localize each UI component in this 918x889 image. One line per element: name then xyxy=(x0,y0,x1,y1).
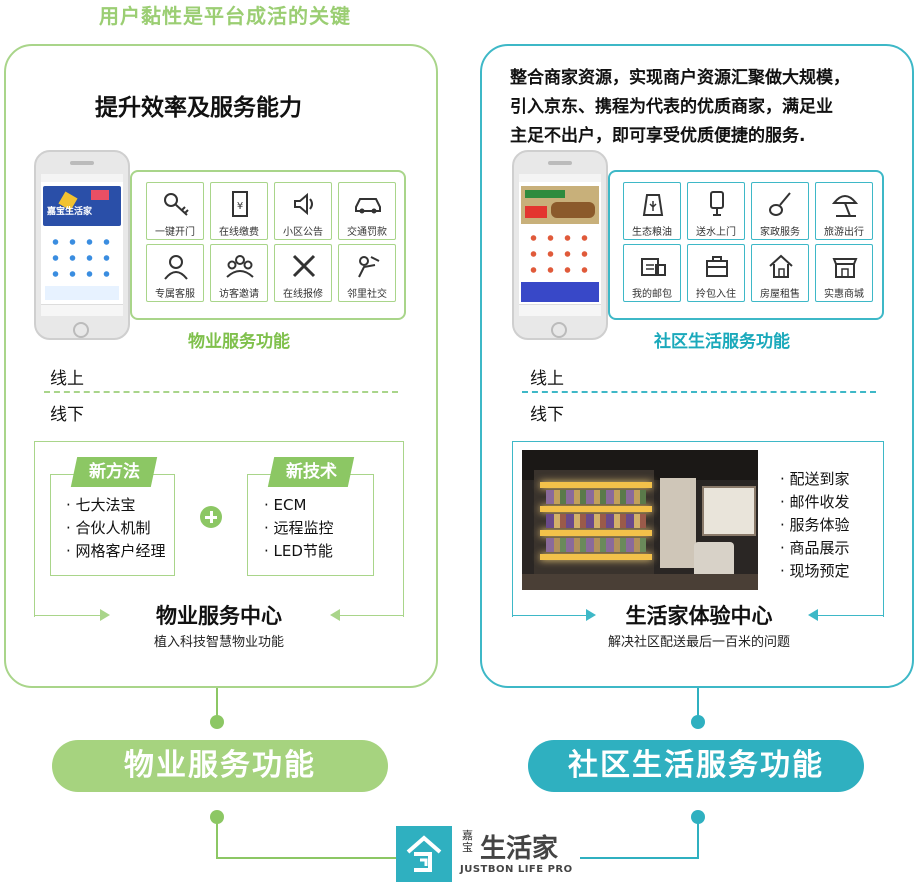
online-offline-divider-left xyxy=(44,391,398,393)
logo-mark-icon xyxy=(396,826,452,882)
connector-dot-left-bottom xyxy=(210,810,224,824)
service-tile: 一键开门 xyxy=(146,182,204,240)
property-function-title: 物业服务功能 xyxy=(188,332,290,352)
service-tile: 旅游出行 xyxy=(815,182,873,240)
community-function-grid xyxy=(608,170,884,320)
offline-label-left: 线下 xyxy=(50,405,84,425)
top-title: 用户黏性是平台成活的关键 xyxy=(99,4,351,28)
connector-dot-right-top xyxy=(691,715,705,729)
service-tile: 访客邀请 xyxy=(210,244,268,302)
experience-center-photo xyxy=(522,450,758,590)
water-bottle-icon xyxy=(702,189,732,219)
shop-icon xyxy=(830,251,860,281)
service-tile-label: 专属客服 xyxy=(155,289,195,300)
parcel-icon xyxy=(638,251,668,281)
phone-mockup-right xyxy=(512,150,608,340)
arrow-left-icon xyxy=(330,609,340,621)
service-tile: 在线报修 xyxy=(274,244,332,302)
arrow-right-icon xyxy=(586,609,596,621)
service-tile-label: 生态粮油 xyxy=(632,227,672,238)
offline-label-right: 线下 xyxy=(530,405,564,425)
service-tile: 专属客服 xyxy=(146,244,204,302)
service-tile: 邻里社交 xyxy=(338,244,396,302)
service-tile-label: 房屋租售 xyxy=(760,289,800,300)
experience-center-title: 生活家体验中心 xyxy=(625,604,773,628)
speaker-icon xyxy=(289,189,319,219)
service-tile-label: 交通罚款 xyxy=(347,227,387,238)
property-function-grid xyxy=(130,170,406,320)
service-tile: 家政服务 xyxy=(751,182,809,240)
tools-icon xyxy=(289,251,319,281)
beach-umbrella-icon xyxy=(830,189,860,219)
service-tile-label: 一键开门 xyxy=(155,227,195,238)
service-tile-label: 在线报修 xyxy=(283,289,323,300)
experience-service-list: · 配送到家 · 邮件收发 · 服务体验 · 商品展示 · 现场预定 xyxy=(780,470,850,580)
community-function-title: 社区生活服务功能 xyxy=(654,332,790,352)
phone-banner-text: 嘉宝生活家 xyxy=(47,207,93,217)
service-tile-label: 送水上门 xyxy=(696,227,736,238)
service-tile: 实惠商城 xyxy=(815,244,873,302)
community-life-panel xyxy=(480,44,914,688)
grain-bag-icon xyxy=(638,189,668,219)
service-tile-label: 访客邀请 xyxy=(219,289,259,300)
experience-center-subtitle: 解决社区配送最后一百米的问题 xyxy=(607,635,790,650)
service-tile-label: 邻里社交 xyxy=(347,289,387,300)
plus-icon xyxy=(200,506,222,528)
arrow-left-icon xyxy=(808,609,818,621)
yen-icon: ¥ xyxy=(225,189,255,219)
new-method-tag: 新方法 xyxy=(70,457,158,487)
logo-small-text: 嘉宝 xyxy=(462,829,473,854)
property-center-title: 物业服务中心 xyxy=(156,604,282,628)
service-tile-label: 实惠商城 xyxy=(824,289,864,300)
new-tech-list: · ECM · 远程监控 · LED节能 xyxy=(264,496,334,560)
online-offline-divider-right xyxy=(522,391,876,393)
community-life-pill: 社区生活服务功能 xyxy=(528,740,864,792)
bag-icon xyxy=(702,251,732,281)
visitors-icon xyxy=(225,251,255,281)
property-service-panel xyxy=(4,44,438,688)
service-tile-label: 旅游出行 xyxy=(824,227,864,238)
logo-big-text: 生活家 xyxy=(480,834,559,864)
arrow-right-icon xyxy=(100,609,110,621)
service-tile-label: 拎包入住 xyxy=(696,289,736,300)
social-icon xyxy=(353,251,383,281)
new-method-list: · 七大法宝 · 合伙人机制 · 网格客户经理 xyxy=(66,496,166,560)
justbon-logo: 嘉宝 生活家 JUSTBON LIFE PRO xyxy=(396,826,580,886)
property-service-pill: 物业服务功能 xyxy=(52,740,388,792)
agent-icon xyxy=(161,251,191,281)
service-tile: ¥ 在线缴费 xyxy=(210,182,268,240)
connector-dot-right-bottom xyxy=(691,810,705,824)
service-tile: 拎包入住 xyxy=(687,244,745,302)
offline-frame-right xyxy=(512,441,884,617)
broom-icon xyxy=(766,189,796,219)
svg-text:¥: ¥ xyxy=(237,201,243,212)
phone-mockup-left: 嘉宝生活家 xyxy=(34,150,130,340)
service-tile: 生态粮油 xyxy=(623,182,681,240)
service-tile-label: 在线缴费 xyxy=(219,227,259,238)
service-tile: 小区公告 xyxy=(274,182,332,240)
car-icon xyxy=(353,189,383,219)
offline-frame-left xyxy=(34,441,404,617)
logo-english-text: JUSTBON LIFE PRO xyxy=(460,864,573,875)
online-label-right: 线上 xyxy=(530,369,564,389)
right-paragraph: 整合商家资源，实现商户资源汇聚做大规模， 引入京东、携程为代表的优质商家，满足业… xyxy=(510,68,850,146)
service-tile-label: 家政服务 xyxy=(760,227,800,238)
connector-dot-left-top xyxy=(210,715,224,729)
service-tile: 交通罚款 xyxy=(338,182,396,240)
service-tile-label: 小区公告 xyxy=(283,227,323,238)
service-tile: 我的邮包 xyxy=(623,244,681,302)
service-tile: 房屋租售 xyxy=(751,244,809,302)
left-heading: 提升效率及服务能力 xyxy=(95,95,302,121)
service-tile-label: 我的邮包 xyxy=(632,289,672,300)
house-icon xyxy=(766,251,796,281)
property-center-subtitle: 植入科技智慧物业功能 xyxy=(153,635,284,650)
service-tile: 送水上门 xyxy=(687,182,745,240)
new-tech-tag: 新技术 xyxy=(267,457,355,487)
key-icon xyxy=(161,189,191,219)
online-label-left: 线上 xyxy=(50,369,84,389)
